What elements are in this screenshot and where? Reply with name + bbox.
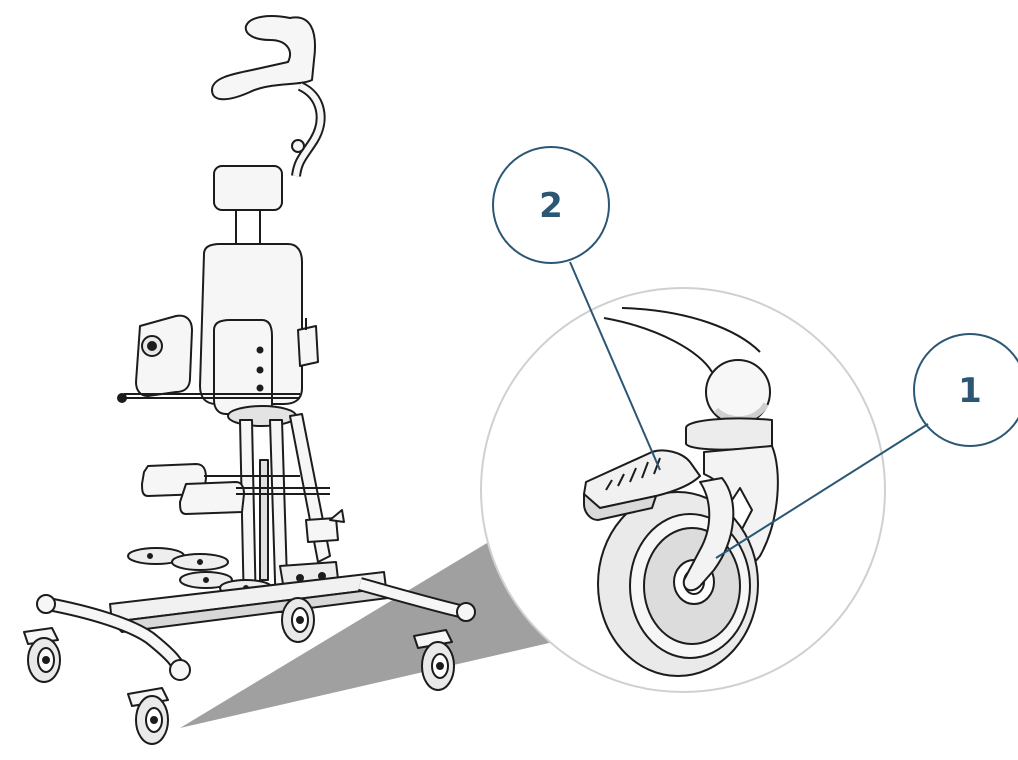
knee-pads xyxy=(141,463,330,515)
magnifier-circle xyxy=(480,287,886,693)
caster-rear-right xyxy=(413,629,455,691)
zoom-wedge xyxy=(180,540,562,728)
callout-2: 2 xyxy=(492,146,661,471)
callout-2-leader xyxy=(569,261,661,471)
brake-pedal xyxy=(583,449,701,521)
callout-1-label: 1 xyxy=(958,371,982,411)
callout-1: 1 xyxy=(715,333,1018,559)
head-support xyxy=(211,15,326,177)
callout-2-label: 2 xyxy=(539,186,563,226)
base-frame xyxy=(36,571,476,681)
caster-front-left xyxy=(23,627,61,683)
hip-plate-right xyxy=(213,319,273,415)
lateral-support-left xyxy=(135,314,193,397)
caster-rear-center xyxy=(281,597,315,643)
magnified-caster-view xyxy=(480,287,886,693)
hip-hinge xyxy=(227,405,297,427)
callout-1-leader xyxy=(715,423,929,559)
upper-back-pad xyxy=(213,165,283,211)
stander-device xyxy=(23,15,476,745)
caster-front-right xyxy=(127,687,169,745)
